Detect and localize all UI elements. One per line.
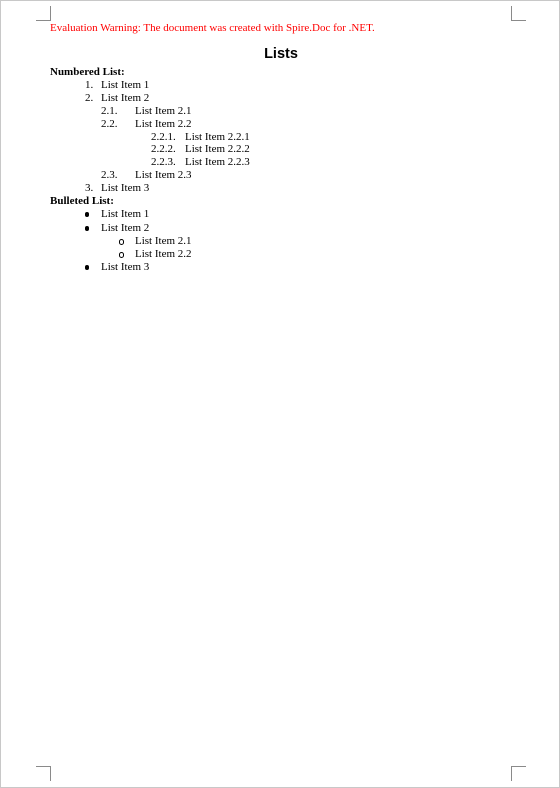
list-item-text: List Item 2.3: [135, 169, 192, 181]
list-number: 3.: [85, 182, 94, 194]
list-number: 2.3.: [101, 169, 118, 181]
list-item-text: List Item 2.2: [135, 118, 192, 130]
list-number: 2.2.: [101, 118, 118, 130]
list-number: 2.2.1.: [151, 131, 176, 143]
bullet-circle-icon: [118, 239, 124, 245]
margin-corner-mark: [36, 6, 51, 21]
bullet-dot-icon: [84, 212, 89, 217]
list-number: 2.: [85, 92, 94, 104]
list-item-text: List Item 1: [101, 79, 150, 91]
list-number: 2.2.3.: [151, 156, 176, 168]
list-item-text: List Item 1: [101, 208, 150, 220]
margin-corner-mark: [511, 766, 526, 781]
list-item-text: List Item 2.2: [135, 248, 192, 260]
list-item-text: List Item 2.2.2: [185, 143, 250, 155]
list-item-text: List Item 2: [101, 92, 150, 104]
document-title: Lists: [264, 46, 298, 62]
list-item-text: List Item 2.1: [135, 235, 192, 247]
bulleted-list-heading: Bulleted List:: [50, 195, 114, 207]
list-item-text: List Item 2.1: [135, 105, 192, 117]
margin-corner-mark: [511, 6, 526, 21]
list-item-text: List Item 3: [101, 261, 150, 273]
list-item-text: List Item 3: [101, 182, 150, 194]
list-item-text: List Item 2.2.1: [185, 131, 250, 143]
bullet-dot-icon: [84, 265, 89, 270]
evaluation-warning: Evaluation Warning: The document was cre…: [50, 22, 375, 34]
numbered-list-heading: Numbered List:: [50, 66, 125, 78]
list-number: 2.1.: [101, 105, 118, 117]
bullet-dot-icon: [84, 226, 89, 231]
margin-corner-mark: [36, 766, 51, 781]
list-item-text: List Item 2.2.3: [185, 156, 250, 168]
list-number: 2.2.2.: [151, 143, 176, 155]
list-item-text: List Item 2: [101, 222, 150, 234]
bullet-circle-icon: [118, 252, 124, 258]
list-number: 1.: [85, 79, 94, 91]
